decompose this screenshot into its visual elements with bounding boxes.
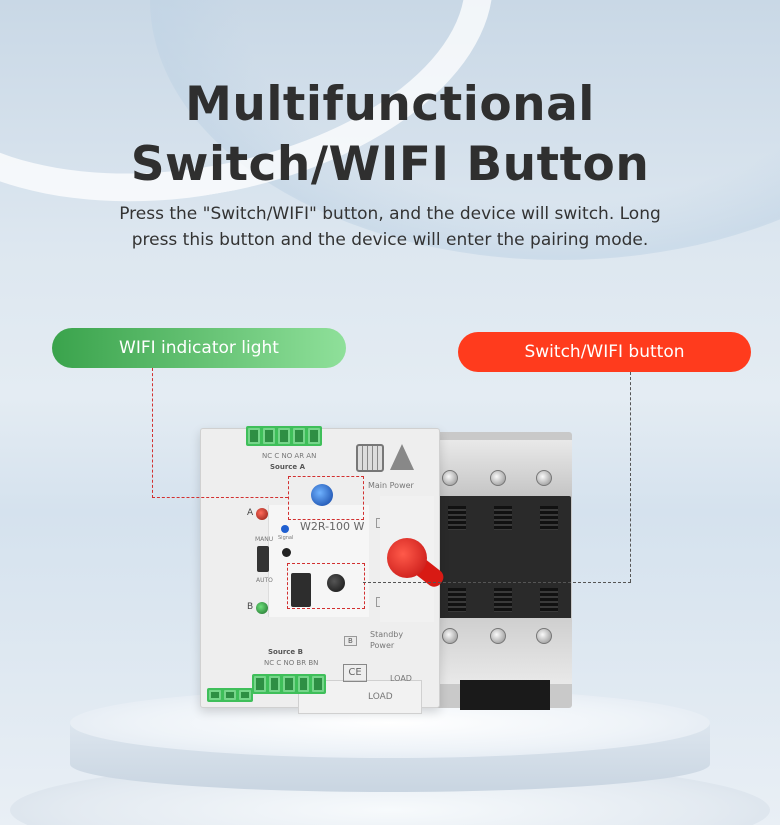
ce-mark: CE bbox=[343, 664, 367, 682]
b-tag: B bbox=[344, 636, 357, 646]
breaker-top-terminals bbox=[428, 440, 572, 498]
auto-label: AUTO bbox=[256, 577, 273, 584]
headline-line-1: Multifunctional bbox=[185, 77, 595, 133]
description: Press the "Switch/WIFI" button, and the … bbox=[90, 201, 690, 253]
description-line-1: Press the "Switch/WIFI" button, and the … bbox=[119, 204, 661, 224]
wifi-highlight-box bbox=[288, 476, 364, 520]
power-tower-icon bbox=[390, 444, 414, 470]
source-b-label: Source B bbox=[268, 648, 303, 656]
connector-plug bbox=[291, 573, 311, 607]
switch-highlight-box bbox=[287, 563, 365, 609]
screw-top-1 bbox=[442, 470, 458, 486]
vent-3 bbox=[540, 506, 558, 530]
vent-4 bbox=[448, 588, 466, 612]
switch-leader-line-vertical bbox=[630, 372, 631, 582]
description-line-2: press this button and the device will en… bbox=[131, 230, 649, 250]
screw-bottom-3 bbox=[536, 628, 552, 644]
switch-wifi-callout-label: Switch/WIFI button bbox=[524, 342, 685, 362]
manu-label: MANU bbox=[255, 536, 274, 543]
screw-top-3 bbox=[536, 470, 552, 486]
wifi-indicator-callout-label: WIFI indicator light bbox=[119, 338, 279, 358]
source-a-label: Source A bbox=[270, 463, 306, 471]
main-power-label: Main Power bbox=[368, 481, 414, 490]
signal-indicator-light bbox=[281, 525, 289, 533]
vent-6 bbox=[540, 588, 558, 612]
manu-auto-slider[interactable] bbox=[257, 546, 269, 572]
model-label: W2R-100 W bbox=[300, 520, 365, 533]
terminal-block-top bbox=[246, 426, 322, 446]
headline: Multifunctional Switch/WIFI Button bbox=[0, 75, 780, 195]
source-b-indicator-light bbox=[256, 602, 268, 614]
controller-panel bbox=[268, 505, 369, 617]
standby-power-label-2: Power bbox=[370, 641, 395, 650]
vent-1 bbox=[448, 506, 466, 530]
terminal-block-side bbox=[207, 688, 253, 702]
breaker-base bbox=[460, 680, 550, 710]
vent-2 bbox=[494, 506, 512, 530]
wifi-leader-line-vertical bbox=[152, 368, 153, 498]
terminal-bottom-labels: NC C NO BR BN bbox=[264, 659, 319, 667]
solar-panel-icon bbox=[356, 444, 384, 472]
screw-bottom-1 bbox=[442, 628, 458, 644]
terminal-top-labels: NC C NO AR AN bbox=[262, 452, 317, 460]
screw-bottom-2 bbox=[490, 628, 506, 644]
wifi-indicator-callout: WIFI indicator light bbox=[52, 328, 346, 368]
wifi-leader-line-horizontal bbox=[152, 497, 288, 498]
side-a-label: A bbox=[247, 508, 254, 518]
switch-wifi-callout: Switch/WIFI button bbox=[458, 332, 751, 372]
small-button[interactable] bbox=[282, 548, 291, 557]
standby-power-label-1: Standby bbox=[370, 630, 404, 639]
headline-line-2: Switch/WIFI Button bbox=[130, 137, 650, 193]
signal-label: Signal bbox=[278, 535, 294, 541]
source-a-indicator-light bbox=[256, 508, 268, 520]
side-b-label: B bbox=[247, 602, 254, 612]
switch-leader-line-horizontal bbox=[363, 582, 631, 583]
terminal-block-bottom bbox=[252, 674, 326, 694]
wifi-indicator-light bbox=[311, 484, 333, 506]
load-label: LOAD bbox=[390, 674, 412, 683]
rotary-knob[interactable] bbox=[387, 538, 427, 578]
vent-5 bbox=[494, 588, 512, 612]
screw-top-2 bbox=[490, 470, 506, 486]
load-bottom-label: LOAD bbox=[368, 692, 393, 702]
switch-wifi-button[interactable] bbox=[327, 574, 345, 592]
